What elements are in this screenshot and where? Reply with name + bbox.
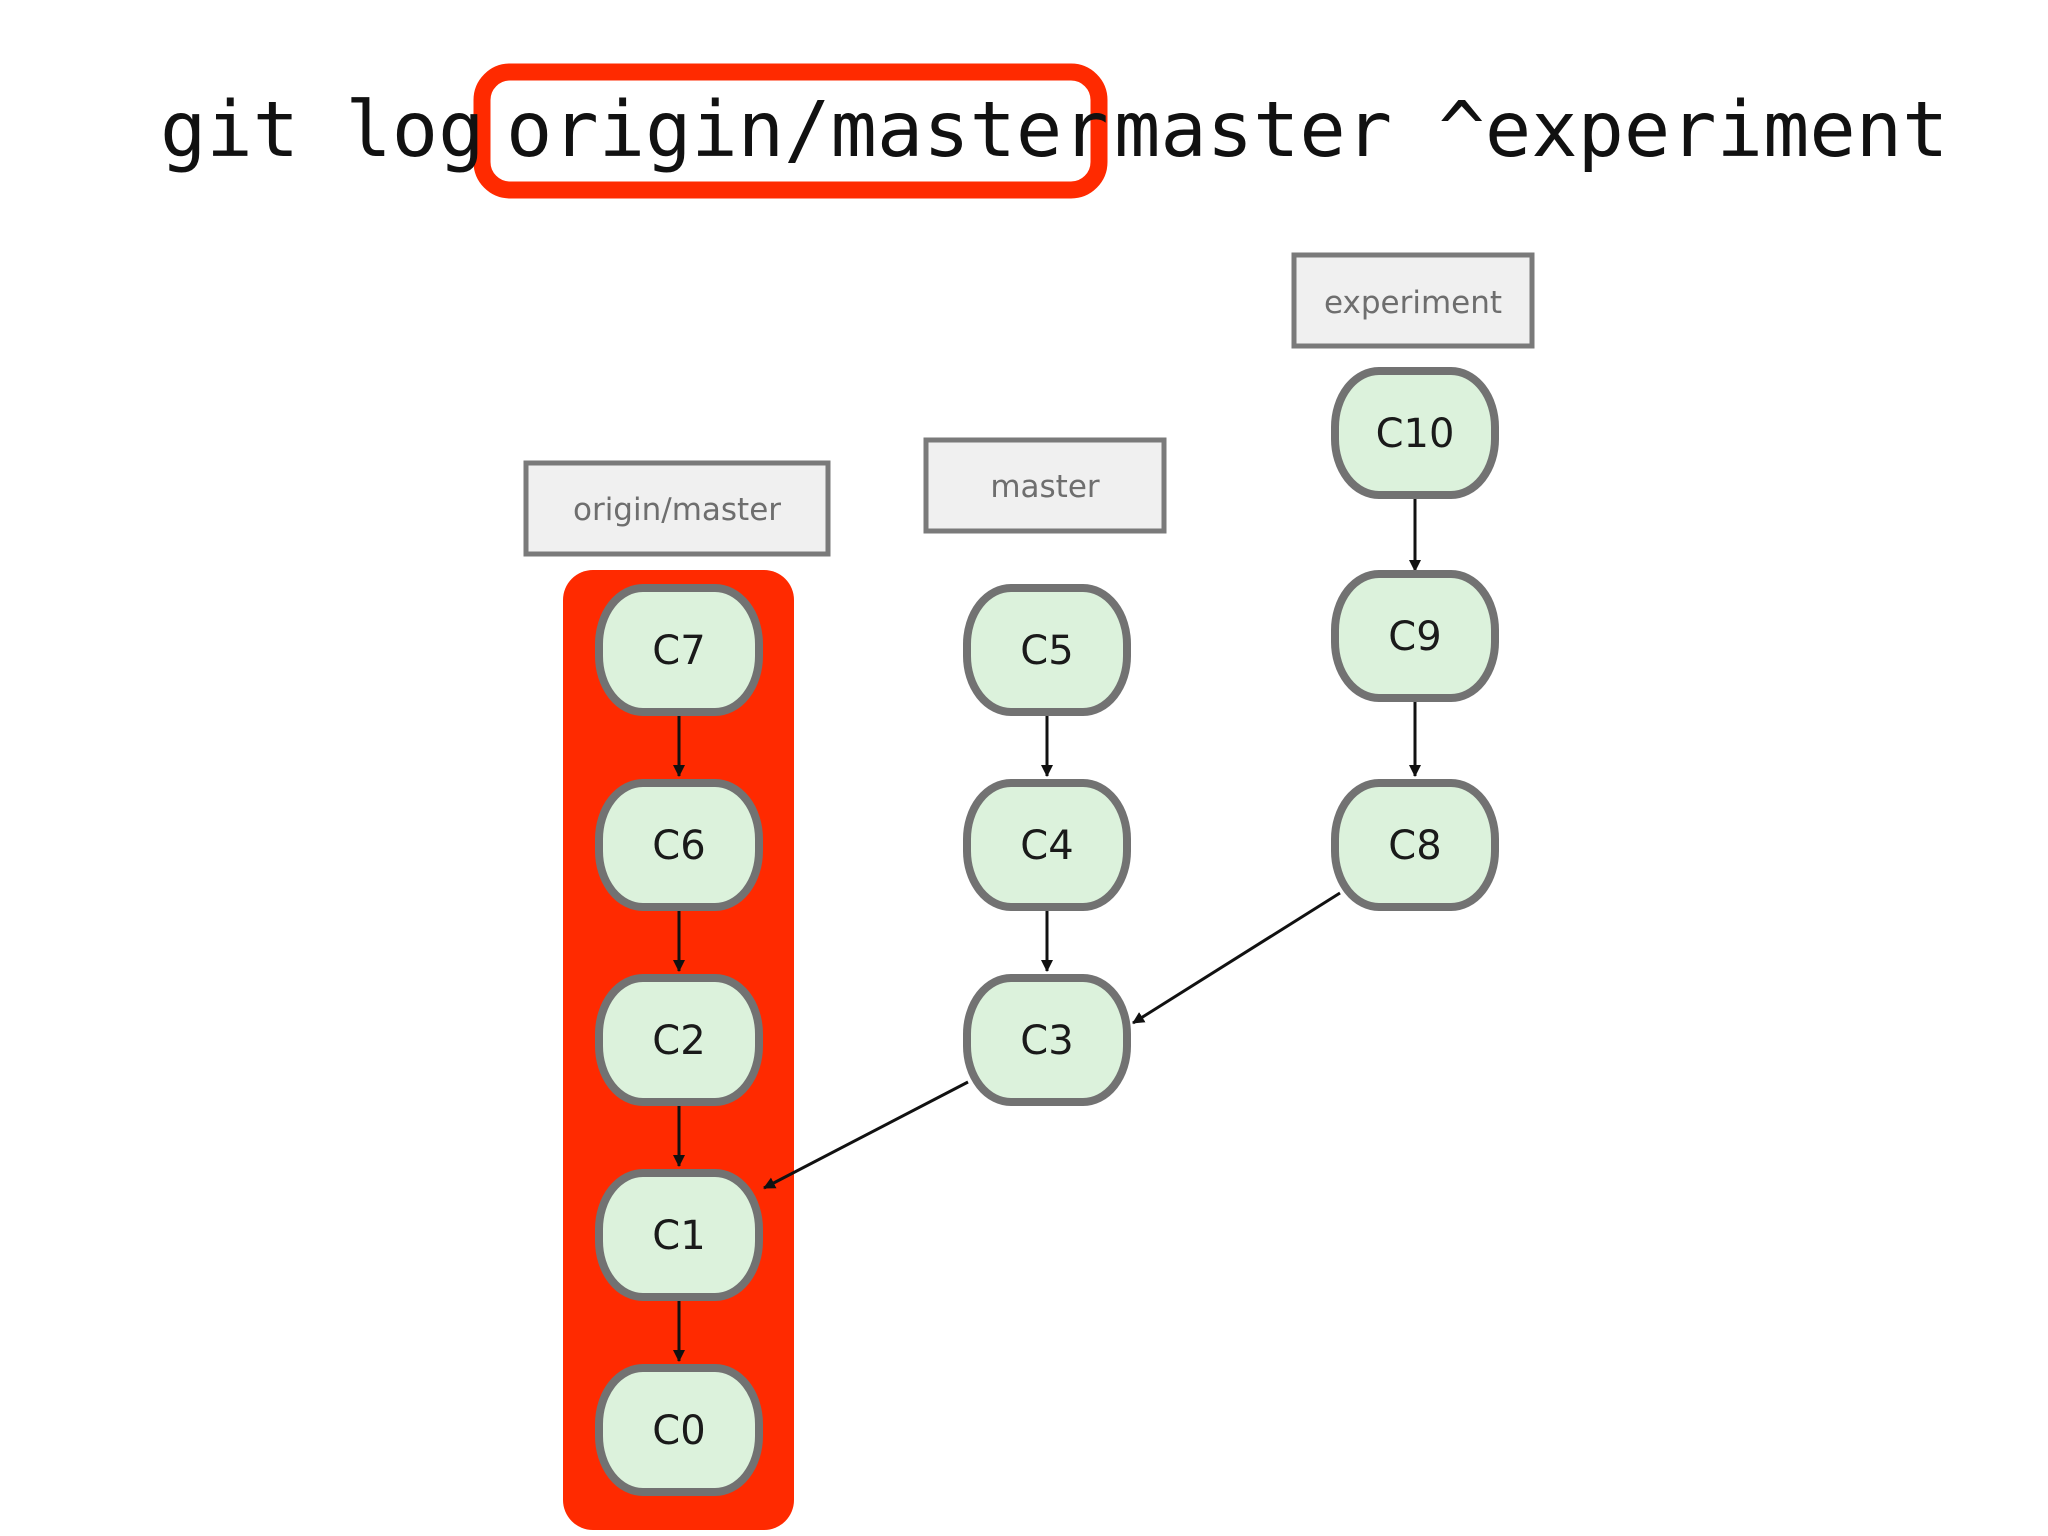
commit-c1: C1 xyxy=(595,1169,763,1301)
commit-c2: C2 xyxy=(595,974,763,1106)
ref-label-experiment-text: experiment xyxy=(1324,285,1502,321)
command-rest: master ^experiment xyxy=(1114,86,1948,175)
commit-c5: C5 xyxy=(963,584,1131,716)
commit-label: C6 xyxy=(652,823,705,869)
ref-label-experiment: experiment xyxy=(1291,252,1535,349)
commit-c10: C10 xyxy=(1331,367,1499,499)
commit-c8: C8 xyxy=(1331,779,1499,911)
command-prefix: git log xyxy=(160,86,485,175)
ref-label-origin-master-text: origin/master xyxy=(573,492,781,528)
commit-c7: C7 xyxy=(595,584,763,716)
commit-edges xyxy=(673,497,1421,1362)
commit-label: C9 xyxy=(1388,614,1441,660)
commit-label: C8 xyxy=(1388,823,1441,869)
ref-label-master: master xyxy=(923,437,1167,534)
commit-c3: C3 xyxy=(963,974,1131,1106)
commit-c6: C6 xyxy=(595,779,763,911)
edge-c3-c1 xyxy=(763,1080,969,1190)
commit-c9: C9 xyxy=(1331,570,1499,702)
commit-label: C5 xyxy=(1020,628,1073,674)
commit-label: C4 xyxy=(1020,823,1073,869)
command-highlighted-arg: origin/master xyxy=(506,86,1109,175)
commit-label: C1 xyxy=(652,1213,705,1259)
commit-c4: C4 xyxy=(963,779,1131,911)
commit-label: C3 xyxy=(1020,1018,1073,1064)
commit-label: C0 xyxy=(652,1408,705,1454)
commit-label: C10 xyxy=(1376,411,1455,457)
edge-c8-c3 xyxy=(1132,891,1341,1025)
ref-label-origin-master: origin/master xyxy=(523,460,831,557)
command-line: git log origin/master master ^experiment xyxy=(160,63,1948,199)
ref-label-master-text: master xyxy=(990,469,1100,505)
commit-label: C7 xyxy=(652,628,705,674)
commit-label: C2 xyxy=(652,1018,705,1064)
commit-c0: C0 xyxy=(595,1364,763,1496)
command-highlight-box xyxy=(473,63,1108,199)
